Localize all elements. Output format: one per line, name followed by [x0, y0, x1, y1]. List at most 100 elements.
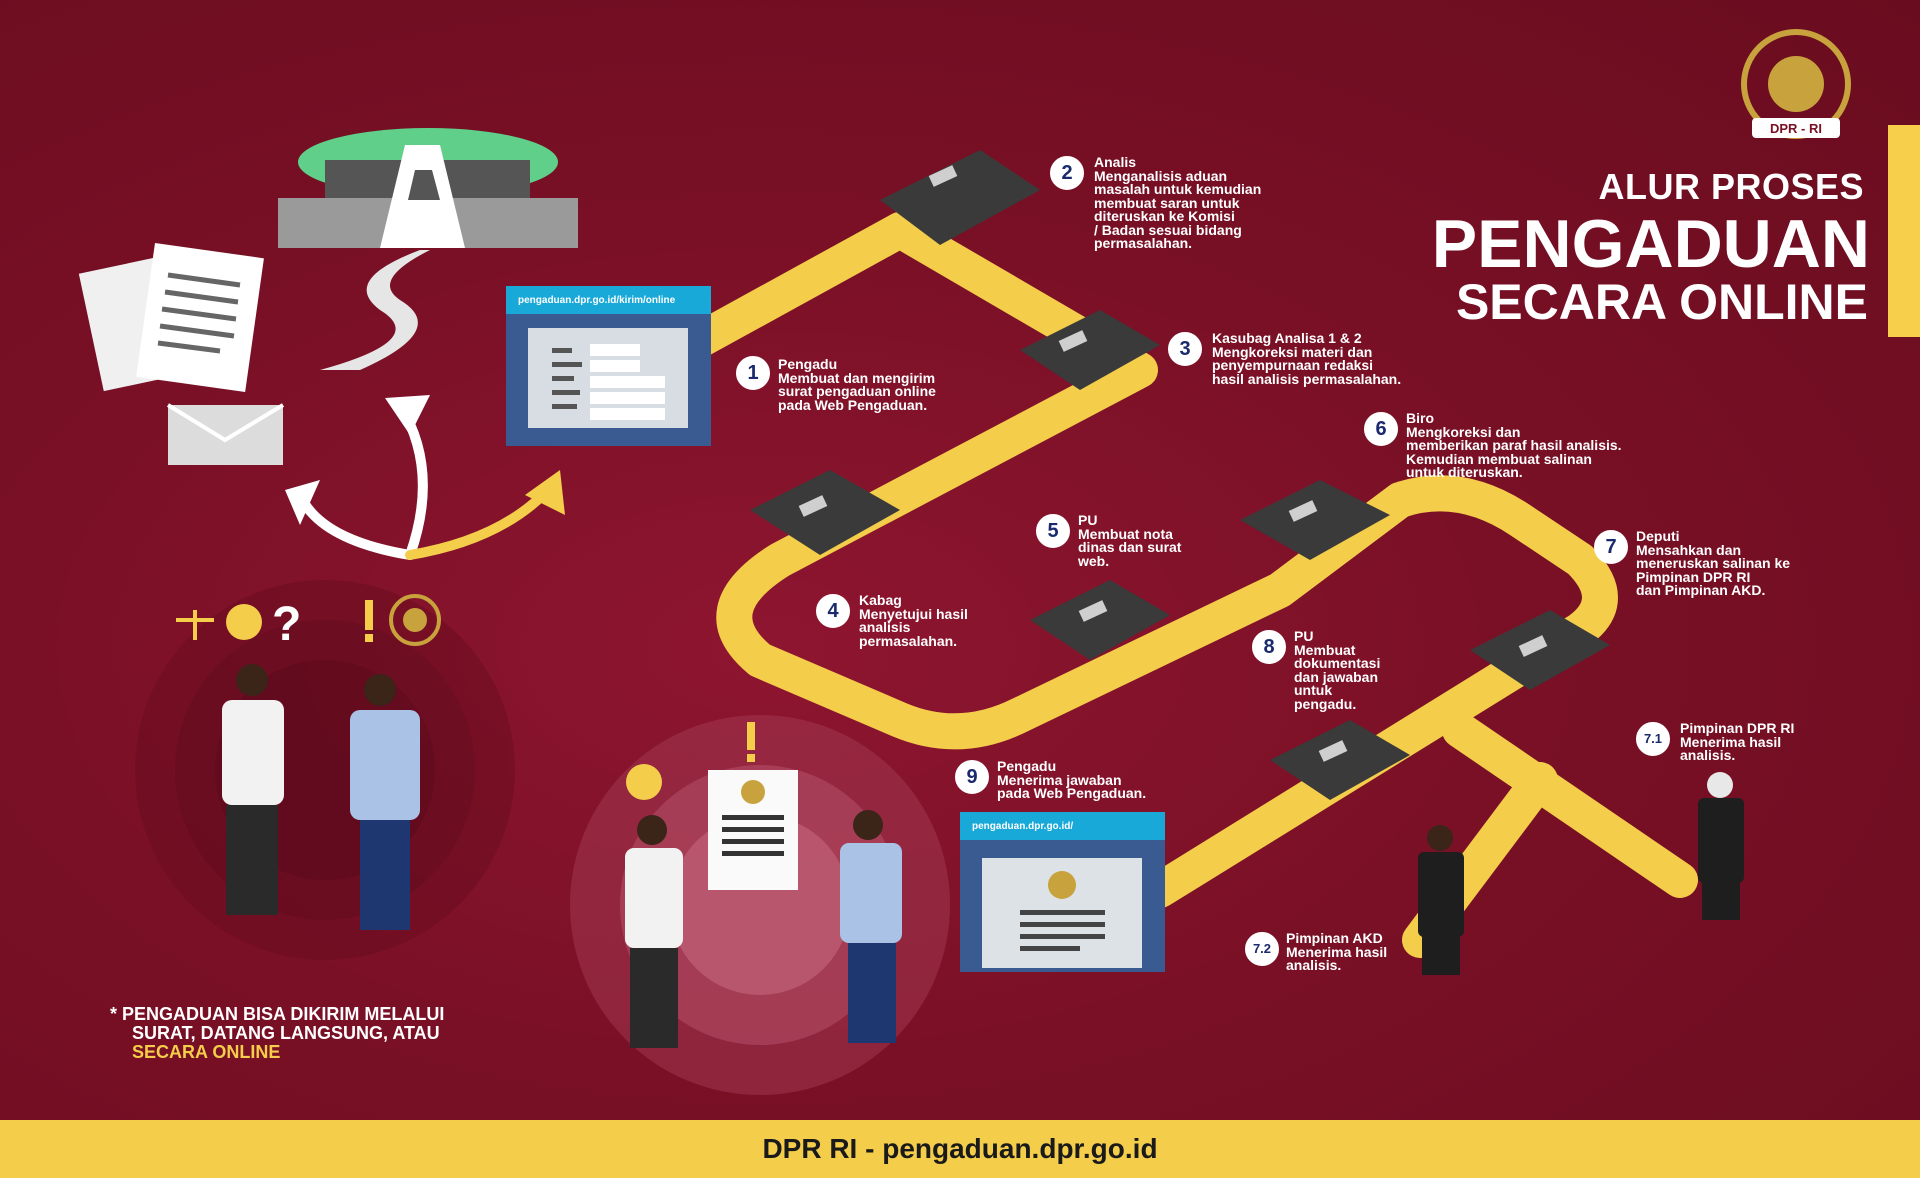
- step-description-line: pengadu.: [1294, 695, 1357, 712]
- web-form-illustration: [506, 286, 711, 446]
- web-response-illustration: [960, 812, 1165, 972]
- step-title: Pimpinan DPR RI: [1680, 720, 1795, 736]
- step-number-badge: 5: [1036, 514, 1070, 548]
- web-reply-url: pengaduan.dpr.go.id/: [972, 821, 1074, 832]
- arrows-icon: [285, 395, 565, 560]
- title-accent-bar: [1888, 125, 1920, 337]
- step-title: Kasubag Analisa 1 & 2: [1212, 330, 1362, 346]
- step-description-line: Membuat dan mengirim: [778, 369, 936, 386]
- step-description-line: Kemudian membuat salinan: [1406, 450, 1592, 467]
- step-description-line: permasalahan.: [859, 632, 958, 649]
- title-line1: ALUR PROSES: [1598, 166, 1864, 207]
- step-description-line: analisis: [859, 619, 911, 635]
- svg-text:?: ?: [272, 598, 301, 651]
- step-title: PU: [1078, 512, 1098, 528]
- step-number-badge: 6: [1364, 412, 1398, 446]
- step-number-badge: 9: [955, 760, 989, 794]
- step-number-badge: 2: [1050, 156, 1084, 190]
- step-title: Pengadu: [778, 356, 838, 372]
- office-desks-illustration: [750, 150, 1610, 800]
- step-description-line: Mengkoreksi materi dan: [1212, 343, 1373, 360]
- step-description-line: dan jawaban: [1294, 668, 1379, 685]
- step-title: PU: [1294, 628, 1314, 644]
- step-title: Kabag: [859, 592, 902, 608]
- reply-letter-icon: [626, 722, 798, 890]
- step-description-line: Pimpinan DPR RI: [1636, 568, 1751, 585]
- step-description-line: Menerima jawaban: [997, 771, 1122, 788]
- step-description-line: permasalahan.: [1094, 235, 1193, 251]
- step-description-line: untuk: [1294, 682, 1333, 698]
- step-description-line: untuk diteruskan.: [1406, 464, 1523, 480]
- step-title: Analis: [1094, 154, 1137, 170]
- people-complaining-illustration: [222, 664, 420, 930]
- step-number-badge: 3: [1168, 332, 1202, 366]
- step-description-line: Menerima hasil: [1680, 733, 1782, 750]
- people-receiving-illustration: [625, 810, 902, 1048]
- step-title: Pimpinan AKD: [1286, 930, 1383, 946]
- title-line2: PENGADUAN: [1431, 206, 1870, 282]
- step-title: Biro: [1406, 410, 1434, 426]
- note-highlight: SECARA ONLINE: [132, 1042, 281, 1062]
- step-description-line: Mensahkan dan: [1636, 541, 1742, 558]
- step-description-line: analisis.: [1680, 747, 1736, 763]
- step-description-line: memberikan paraf hasil analisis.: [1406, 437, 1622, 453]
- step-description-line: Menganalisis aduan: [1094, 167, 1228, 184]
- step-number-badge: 7.2: [1245, 932, 1279, 966]
- documents-icon: [78, 243, 264, 393]
- road-icon: [320, 250, 430, 370]
- step-description-line: hasil analisis permasalahan.: [1212, 370, 1402, 387]
- step-description-line: Membuat: [1294, 641, 1356, 658]
- footer-text: DPR RI - pengaduan.dpr.go.id: [762, 1133, 1158, 1164]
- step-description-line: pada Web Pengaduan.: [997, 785, 1147, 801]
- step-description-line: pada Web Pengaduan.: [778, 396, 928, 413]
- step-description-line: diteruskan ke Komisi: [1094, 208, 1235, 224]
- step-number-badge: 7.1: [1636, 722, 1670, 756]
- step-description-line: Membuat nota: [1078, 525, 1173, 542]
- step-description-line: Menyetujui hasil: [859, 605, 968, 622]
- envelope-icon: [166, 403, 285, 465]
- step-description-line: web.: [1078, 552, 1110, 569]
- note-line2: SURAT, DATANG LANGSUNG, ATAU: [132, 1023, 440, 1043]
- leaders-illustration: [1418, 772, 1744, 975]
- step-description-line: analisis.: [1286, 957, 1342, 973]
- step-description-line: / Badan sesuai bidang: [1094, 221, 1242, 238]
- note-line1: PENGADUAN BISA DIKIRIM MELALUI: [122, 1004, 445, 1024]
- step-description-line: masalah untuk kemudian: [1094, 181, 1262, 197]
- emblem-text: DPR - RI: [1770, 121, 1822, 136]
- step-number-badge: 4: [816, 594, 850, 628]
- channel-note: * PENGADUAN BISA DIKIRIM MELALUI SURAT, …: [110, 1005, 444, 1062]
- step-number-badge: 7: [1594, 530, 1628, 564]
- step-number-badge: 8: [1252, 630, 1286, 664]
- step-description-line: dinas dan surat: [1078, 539, 1182, 555]
- step-description-line: surat pengaduan online: [778, 383, 936, 399]
- note-star: *: [110, 1004, 118, 1024]
- step-title: Deputi: [1636, 528, 1680, 544]
- step-title: Pengadu: [997, 758, 1057, 774]
- step-number-badge: 1: [736, 356, 770, 390]
- step-description-line: penyempurnaan redaksi: [1212, 357, 1374, 373]
- dpr-emblem-logo: [1741, 29, 1851, 139]
- step-description-line: Menerima hasil: [1286, 943, 1388, 960]
- step-description-line: dan Pimpinan AKD.: [1636, 582, 1766, 598]
- complaint-symbols-icon: ?: [176, 594, 441, 651]
- web-submit-url: pengaduan.dpr.go.id/kirim/online: [518, 295, 676, 306]
- step-description-line: meneruskan salinan ke: [1636, 555, 1791, 571]
- title-line3: SECARA ONLINE: [1455, 274, 1868, 330]
- step-description-line: Mengkoreksi dan: [1406, 423, 1521, 440]
- step-description-line: dokumentasi: [1294, 655, 1381, 671]
- step-description-line: membuat saran untuk: [1094, 194, 1240, 211]
- footer-bar: DPR RI - pengaduan.dpr.go.id: [0, 1120, 1920, 1178]
- complaint-circle: [135, 580, 515, 960]
